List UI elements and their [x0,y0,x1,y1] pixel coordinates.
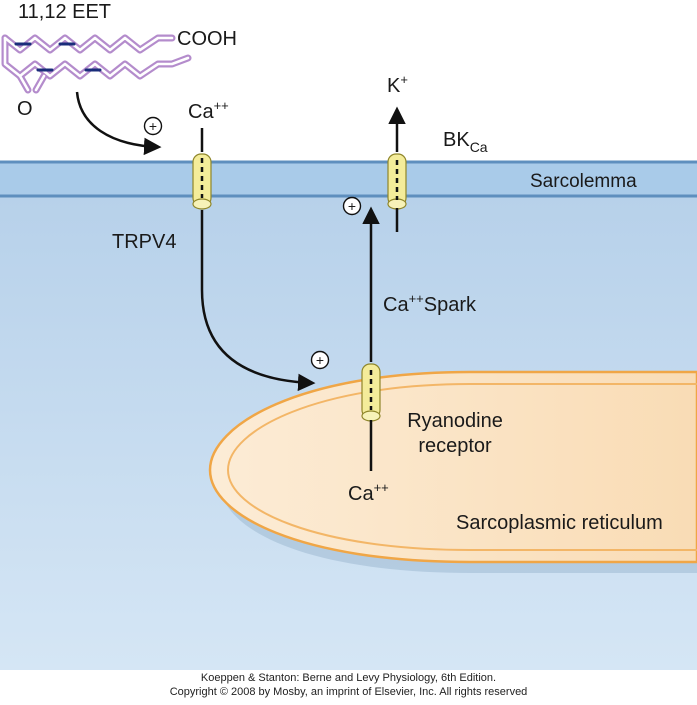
bkca-channel [387,153,407,210]
plus-sign-icon: + [143,116,163,136]
svg-text:+: + [348,198,356,214]
sarcoplasmic-reticulum-label: Sarcoplasmic reticulum [456,512,663,534]
plus-sign-icon: + [310,350,330,370]
potassium-label: K+ [387,72,408,97]
molecule-name: 11,12 EET [18,1,111,23]
copyright-line: Copyright © 2008 by Mosby, an imprint of… [169,686,528,698]
plus-sign-icon: + [342,196,362,216]
trpv4-label: TRPV4 [112,231,176,253]
bkca-label: BKCa [443,129,488,155]
eet-stimulation-arrow [75,91,162,156]
sr-calcium-label: Ca++ [348,480,389,505]
eet-molecule [1,34,192,94]
sarcoplasmic-reticulum [208,370,697,573]
trpv4-channel [192,153,212,210]
trpv4-to-ryanodine-arrow [200,210,316,392]
svg-text:+: + [149,118,157,134]
sarcolemma-membrane [0,160,697,198]
svg-text:+: + [316,352,324,368]
carboxyl-group-label: COOH [177,28,237,50]
epoxide-oxygen-label: O [17,98,33,120]
calcium-spark-label: Ca++Spark [383,291,477,316]
calcium-entry-label: Ca++ [188,98,229,123]
sarcolemma-label: Sarcolemma [530,171,637,192]
ryanodine-receptor-channel [361,363,381,422]
citation-line: Koeppen & Stanton: Berne and Levy Physio… [200,672,497,684]
